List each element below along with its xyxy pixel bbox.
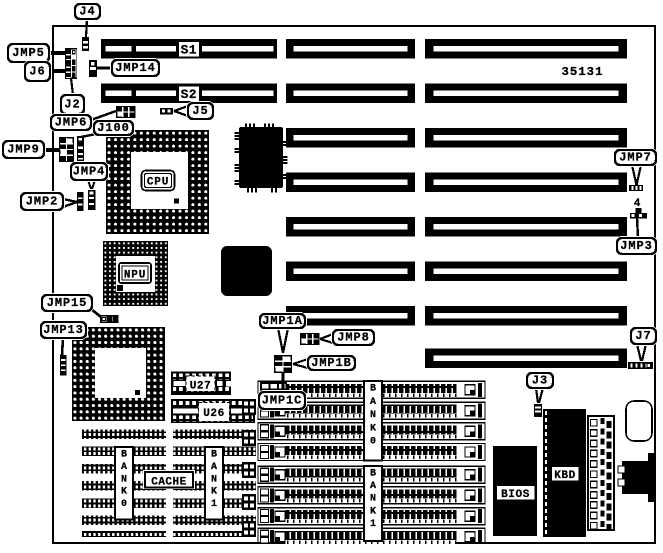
svg-text:4: 4: [634, 198, 641, 210]
svg-text:CACHE: CACHE: [151, 476, 187, 488]
svg-text:JMP14: JMP14: [115, 61, 156, 75]
svg-text:JMP5: JMP5: [12, 46, 44, 60]
svg-text:J2: J2: [64, 98, 80, 112]
svg-text:1: 1: [211, 499, 217, 510]
svg-text:J5: J5: [192, 104, 208, 118]
svg-text:JMP1B: JMP1B: [311, 356, 352, 370]
svg-text:U26: U26: [203, 408, 225, 420]
svg-text:B: B: [211, 450, 217, 461]
svg-text:JMP9: JMP9: [7, 143, 39, 157]
svg-text:BIOS: BIOS: [501, 489, 530, 501]
svg-text:N: N: [211, 474, 217, 485]
svg-text:JMP4: JMP4: [73, 165, 105, 179]
svg-text:S1: S1: [181, 43, 197, 58]
svg-text:1: 1: [370, 519, 376, 530]
svg-text:K: K: [370, 506, 376, 517]
svg-text:35131: 35131: [562, 65, 604, 79]
svg-text:0: 0: [370, 437, 376, 448]
svg-text:JMP1C: JMP1C: [262, 394, 303, 408]
svg-text:JMP7: JMP7: [619, 151, 651, 165]
svg-text:N: N: [370, 410, 376, 421]
svg-text:JMP13: JMP13: [43, 323, 84, 337]
svg-text:N: N: [121, 474, 127, 485]
svg-text:JMP6: JMP6: [55, 116, 87, 130]
svg-text:JMP8: JMP8: [337, 331, 369, 345]
svg-text:JMP2: JMP2: [26, 195, 58, 209]
svg-text:J6: J6: [29, 65, 45, 79]
svg-text:B: B: [121, 450, 127, 461]
svg-text:KBD: KBD: [554, 470, 576, 482]
svg-text:CPU: CPU: [147, 177, 169, 189]
svg-text:JMP3: JMP3: [620, 239, 652, 253]
svg-text:A: A: [121, 462, 127, 473]
svg-text:K: K: [211, 487, 217, 498]
svg-text:J4: J4: [79, 5, 95, 19]
svg-text:U27: U27: [190, 381, 212, 393]
svg-text:JMP1A: JMP1A: [262, 314, 303, 328]
svg-text:B: B: [370, 384, 376, 395]
svg-text:A: A: [370, 397, 376, 408]
svg-text:JMP15: JMP15: [47, 296, 88, 310]
svg-text:J100: J100: [97, 121, 129, 135]
svg-text:K: K: [370, 423, 376, 434]
svg-text:J3: J3: [532, 374, 548, 388]
svg-text:S2: S2: [181, 87, 197, 102]
svg-text:B: B: [370, 469, 376, 480]
svg-text:NPU: NPU: [124, 270, 146, 282]
svg-text:A: A: [370, 481, 376, 492]
svg-text:K: K: [121, 487, 127, 498]
svg-text:N: N: [370, 494, 376, 505]
svg-text:A: A: [211, 462, 217, 473]
svg-text:0: 0: [121, 499, 127, 510]
svg-text:J7: J7: [635, 329, 651, 343]
